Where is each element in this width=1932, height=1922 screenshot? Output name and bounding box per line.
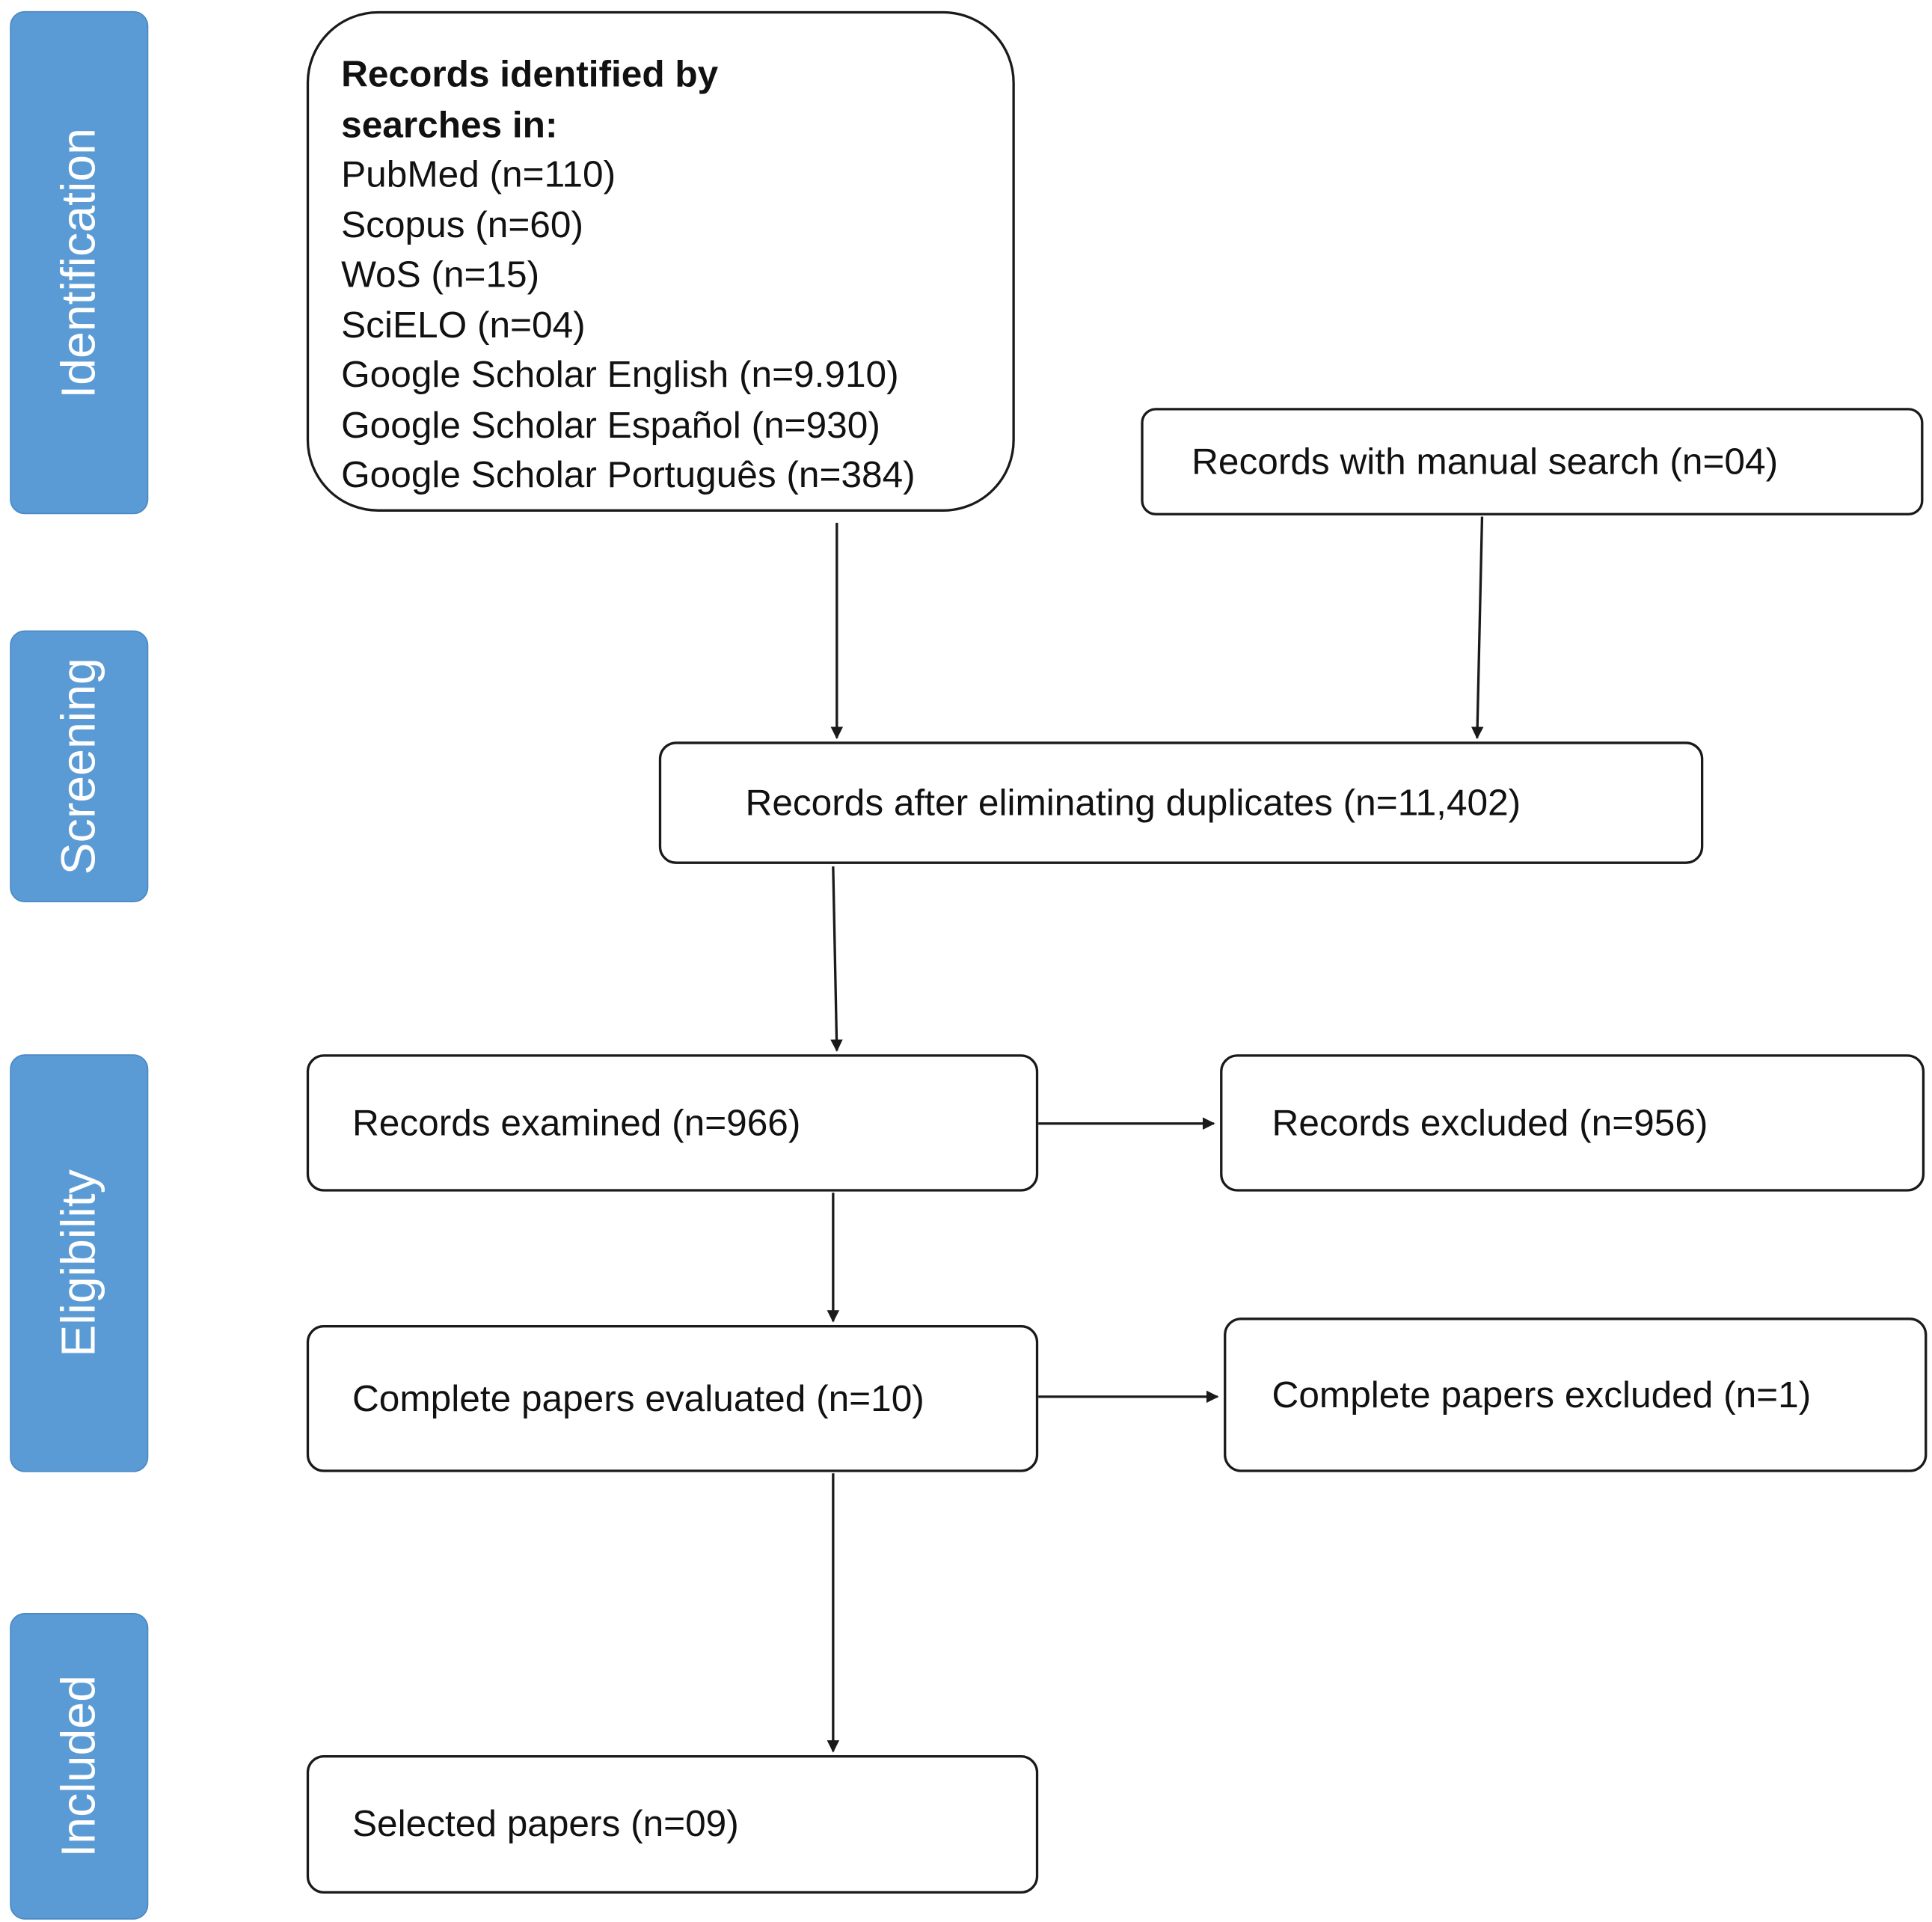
papers-evaluated-text: Complete papers evaluated (n=10) bbox=[352, 1378, 924, 1419]
papers-excluded-text: Complete papers excluded (n=1) bbox=[1272, 1374, 1812, 1416]
source-google-scholar-portugues: Google Scholar Português (n=384) bbox=[341, 454, 916, 496]
phase-included: Included bbox=[10, 1612, 149, 1920]
records-examined-box: Records examined (n=966) bbox=[306, 1054, 1039, 1192]
phase-identification: Identification bbox=[10, 10, 149, 515]
records-excluded-text: Records excluded (n=956) bbox=[1272, 1102, 1708, 1144]
identification-heading-line2: searches in: bbox=[341, 104, 558, 146]
identification-content: Records identified by searches in: PubMe… bbox=[341, 51, 916, 501]
source-wos: WoS (n=15) bbox=[341, 254, 540, 296]
selected-papers-text: Selected papers (n=09) bbox=[352, 1804, 739, 1845]
phase-eligibility: Eligibility bbox=[10, 1054, 149, 1472]
source-google-scholar-espanol: Google Scholar Español (n=930) bbox=[341, 405, 880, 446]
source-google-scholar-english: Google Scholar English (n=9.910) bbox=[341, 355, 899, 396]
records-excluded-box: Records excluded (n=956) bbox=[1220, 1054, 1925, 1192]
identification-box: Records identified by searches in: PubMe… bbox=[306, 10, 1015, 512]
manual-search-box: Records with manual search (n=04) bbox=[1141, 408, 1924, 515]
arrow-screening-to-examined bbox=[830, 866, 843, 1052]
phase-screening: Screening bbox=[10, 630, 149, 903]
source-scielo: SciELO (n=04) bbox=[341, 304, 586, 346]
after-duplicates-text: Records after eliminating duplicates (n=… bbox=[745, 782, 1521, 824]
papers-evaluated-box: Complete papers evaluated (n=10) bbox=[306, 1325, 1039, 1472]
after-duplicates-box: Records after eliminating duplicates (n=… bbox=[658, 741, 1704, 864]
records-examined-text: Records examined (n=966) bbox=[352, 1102, 801, 1144]
source-pubmed: PubMed (n=110) bbox=[341, 154, 616, 196]
manual-search-text: Records with manual search (n=04) bbox=[1192, 441, 1779, 483]
selected-papers-box: Selected papers (n=09) bbox=[306, 1754, 1039, 1894]
papers-excluded-box: Complete papers excluded (n=1) bbox=[1224, 1317, 1928, 1472]
source-scopus: Scopus (n=60) bbox=[341, 204, 583, 245]
identification-heading-line1: Records identified by bbox=[341, 54, 719, 96]
arrow-manual-to-screening bbox=[1471, 516, 1484, 739]
